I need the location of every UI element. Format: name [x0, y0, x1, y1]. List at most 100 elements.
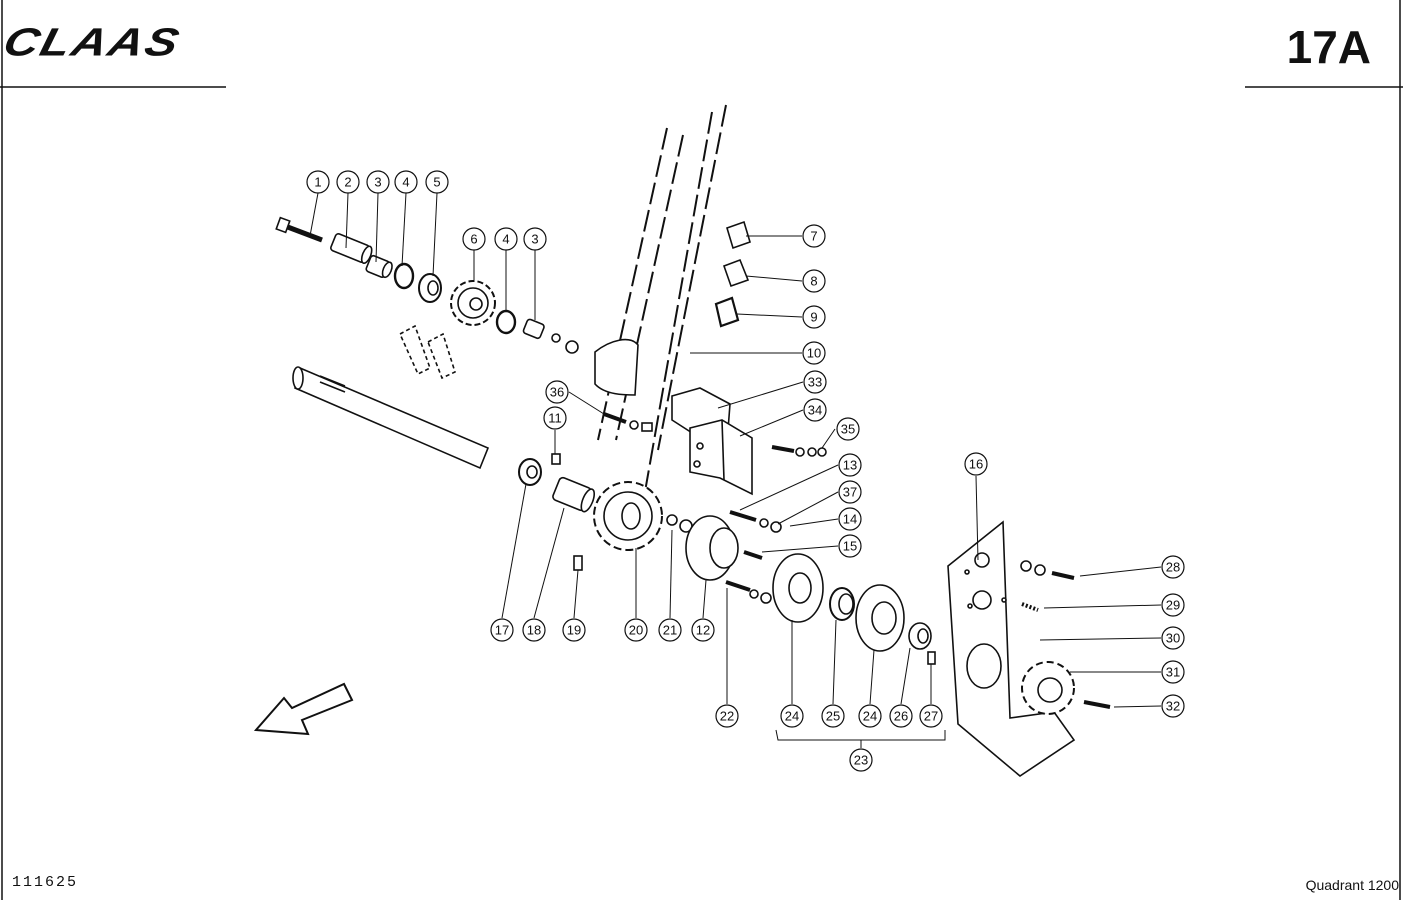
model-name: Quadrant 1200: [1305, 877, 1399, 893]
callout-number: 36: [550, 385, 564, 400]
callout-number: 21: [663, 623, 677, 638]
callout-c23: 23: [849, 748, 873, 772]
callout-circle: [802, 269, 826, 293]
callout-number: 34: [808, 403, 822, 418]
callout-number: 4: [402, 175, 409, 190]
callout-number: 20: [629, 623, 643, 638]
callout-circle: [803, 370, 827, 394]
callout-c20: 20: [624, 618, 648, 642]
callout-c10: 10: [802, 341, 826, 365]
callout-circle: [545, 380, 569, 404]
callout-circle: [490, 618, 514, 642]
callout-c37: 37: [838, 480, 862, 504]
callout-c32: 32: [1161, 694, 1185, 718]
callout-c33: 33: [803, 370, 827, 394]
callout-circle: [306, 170, 330, 194]
callout-c28: 28: [1161, 555, 1185, 579]
callout-number: 31: [1166, 665, 1180, 680]
callout-circle: [780, 704, 804, 728]
callout-circle: [1161, 694, 1185, 718]
callout-c36: 36: [545, 380, 569, 404]
callout-c30: 30: [1161, 626, 1185, 650]
callout-c25: 25: [821, 704, 845, 728]
callout-number: 5: [433, 175, 440, 190]
callout-c18: 18: [522, 618, 546, 642]
callout-circle: [802, 224, 826, 248]
drive-shaft: [292, 366, 490, 470]
callout-number: 10: [807, 346, 821, 361]
callout-number: 2: [344, 175, 351, 190]
callout-c7: 7: [802, 224, 826, 248]
callout-c11: 11: [543, 406, 567, 430]
callout-c27: 27: [919, 704, 943, 728]
callout-circle: [691, 618, 715, 642]
callout-number: 8: [810, 274, 817, 289]
callout-number: 3: [531, 232, 538, 247]
leader-lines: [309, 192, 1162, 748]
callout-number: 14: [843, 512, 857, 527]
callout-c15: 15: [838, 534, 862, 558]
upper-idler-assembly: [275, 216, 639, 396]
callout-circle: [394, 170, 418, 194]
support-plate: [947, 520, 1111, 777]
callout-circle: [836, 417, 860, 441]
chain-links: [714, 220, 751, 328]
callout-number: 19: [567, 623, 581, 638]
callout-number: 15: [843, 539, 857, 554]
callout-circle: [336, 170, 360, 194]
callout-number: 33: [808, 375, 822, 390]
callout-circle: [543, 406, 567, 430]
callout-number: 11: [548, 411, 562, 426]
callout-circle: [849, 748, 873, 772]
callout-c6: 6: [462, 227, 486, 251]
callout-number: 9: [810, 310, 817, 325]
callout-c14: 14: [838, 507, 862, 531]
callout-circle: [562, 618, 586, 642]
callout-c22: 22: [715, 704, 739, 728]
brackets: [671, 387, 827, 496]
callout-circle: [523, 227, 547, 251]
callout-circle: [858, 704, 882, 728]
callout-c3b: 3: [523, 227, 547, 251]
callout-circle: [715, 704, 739, 728]
callout-circle: [1161, 660, 1185, 684]
callout-number: 30: [1166, 631, 1180, 646]
callout-c4a: 4: [394, 170, 418, 194]
callout-circle: [802, 305, 826, 329]
callout-number: 24: [863, 709, 877, 724]
callout-circle: [838, 534, 862, 558]
callout-c29: 29: [1161, 593, 1185, 617]
callout-circle: [624, 618, 648, 642]
callout-c19: 19: [562, 618, 586, 642]
callout-circle: [838, 480, 862, 504]
callout-c34: 34: [803, 398, 827, 422]
callout-c5: 5: [425, 170, 449, 194]
lower-drive-assembly: [518, 412, 936, 665]
callout-c8: 8: [802, 269, 826, 293]
callout-circle: [522, 618, 546, 642]
document-number: 111625: [12, 874, 79, 891]
callout-number: 29: [1166, 598, 1180, 613]
callout-c35: 35: [836, 417, 860, 441]
callout-circle: [1161, 593, 1185, 617]
callout-c16: 16: [964, 452, 988, 476]
direction-arrow-icon: [253, 682, 354, 736]
callout-number: 16: [969, 457, 983, 472]
callout-circle: [889, 704, 913, 728]
callout-number: 25: [826, 709, 840, 724]
callout-circle: [425, 170, 449, 194]
callout-circle: [802, 341, 826, 365]
callout-circle: [462, 227, 486, 251]
callout-number: 32: [1166, 699, 1180, 714]
callout-number: 1: [314, 175, 321, 190]
callout-c26: 26: [889, 704, 913, 728]
callout-circle: [919, 704, 943, 728]
callout-number: 6: [470, 232, 477, 247]
callout-number: 12: [696, 623, 710, 638]
callout-number: 17: [495, 623, 509, 638]
callout-number: 3: [374, 175, 381, 190]
callout-number: 27: [924, 709, 938, 724]
